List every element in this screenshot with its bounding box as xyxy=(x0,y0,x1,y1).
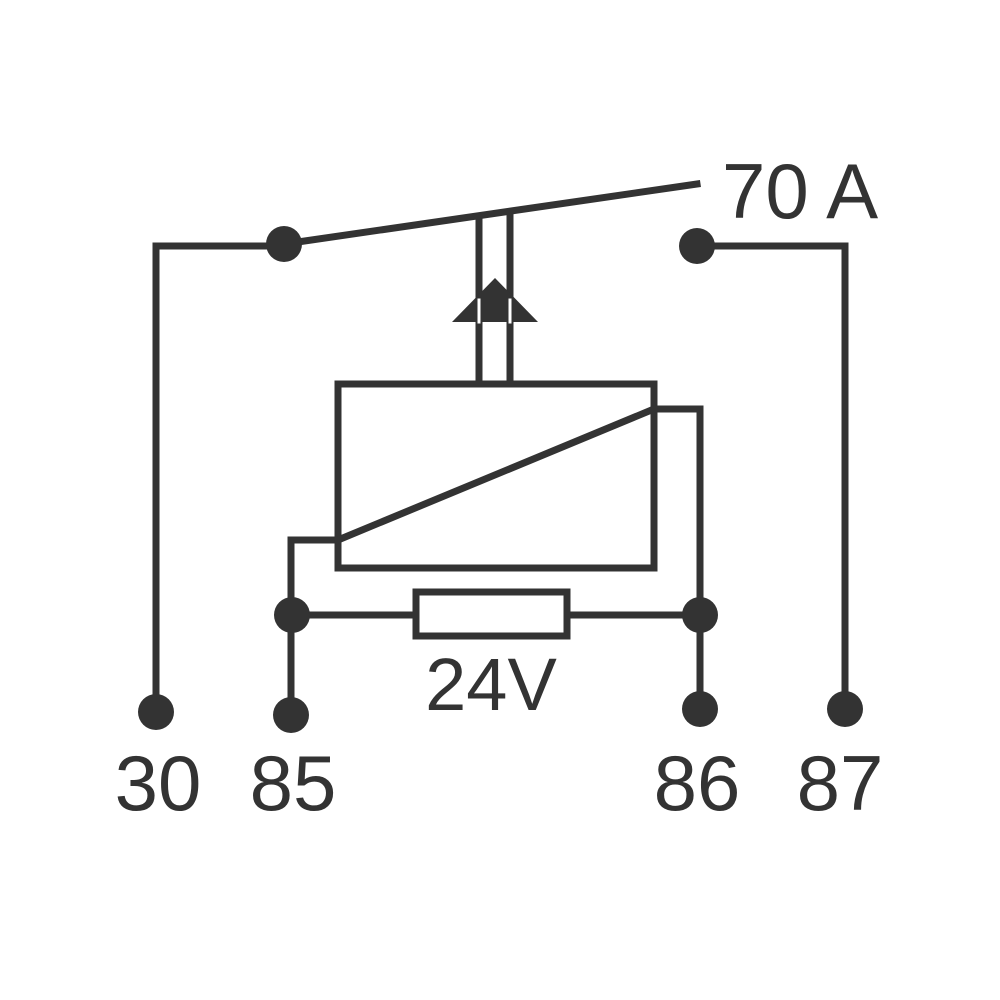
terminal-dot-85 xyxy=(273,697,309,733)
actuator-arrow-icon xyxy=(452,278,538,322)
wire-terminal-30 xyxy=(152,242,288,716)
terminal-dot-30 xyxy=(138,694,174,730)
coil-winding xyxy=(333,404,659,545)
terminal-label-86: 86 xyxy=(654,739,741,827)
switch-pivot-dot xyxy=(266,226,302,262)
resistor-box xyxy=(412,588,571,640)
terminal-label-85: 85 xyxy=(250,739,337,827)
junction-dot-85 xyxy=(274,597,310,633)
rating-label: 70 A xyxy=(722,147,878,235)
junction-dot-86 xyxy=(682,597,718,633)
wire-coil-86 xyxy=(650,405,704,716)
terminal-label-87: 87 xyxy=(797,739,884,827)
wire-coil-85 xyxy=(287,536,342,716)
wire-terminal-87 xyxy=(693,242,849,716)
voltage-label: 24V xyxy=(425,643,557,726)
terminal-dot-86 xyxy=(682,691,718,727)
terminal-label-30: 30 xyxy=(115,739,202,827)
switch-lever xyxy=(280,180,701,248)
terminal-dot-87 xyxy=(827,691,863,727)
switch-contact-dot xyxy=(679,228,715,264)
